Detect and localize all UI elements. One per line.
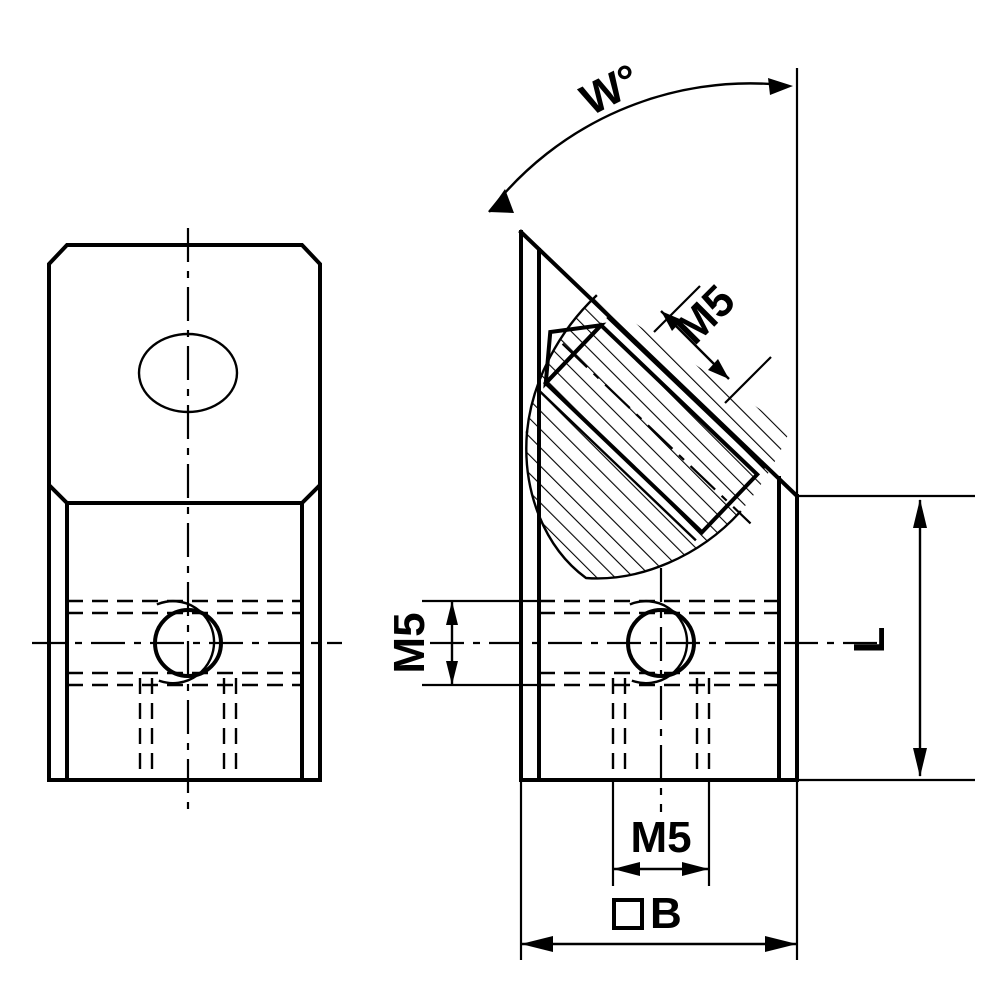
inclined-tapped-bore <box>537 316 766 542</box>
thread-side-arrowhead-bottom <box>446 661 458 685</box>
side-view-diagonal-face <box>518 229 800 499</box>
width-b-arrowhead-left <box>521 936 553 952</box>
angle-w-arrowhead-start <box>489 189 514 213</box>
thread-bottom-arrowhead-right <box>682 862 709 876</box>
width-b-arrowhead-right <box>765 936 797 952</box>
front-view-upper-block-outline <box>47 243 322 505</box>
section-hatch-region <box>526 296 790 579</box>
dimension-length-l: L <box>797 494 975 782</box>
thread-bottom-arrowhead-left <box>613 862 640 876</box>
section-boss-outline <box>525 430 742 580</box>
angle-w-arc <box>488 82 784 213</box>
width-b-label: B <box>650 889 682 938</box>
front-view-top-hole <box>137 332 239 414</box>
dimension-thread-side: M5 <box>385 599 539 687</box>
length-l-arrowhead-bottom <box>913 748 927 777</box>
angle-w-arrowhead-end <box>768 78 793 95</box>
thread-inclined-arrowhead-2 <box>708 359 729 379</box>
front-view <box>32 228 342 812</box>
length-l-arrowhead-top <box>913 499 927 528</box>
inclined-bore-thread-bottom <box>537 388 697 542</box>
square-section-symbol-icon <box>612 898 644 930</box>
inclined-bore-drill-point <box>543 322 607 389</box>
front-view-cross-hole <box>153 608 223 678</box>
front-view-lower-body-outline <box>65 501 304 782</box>
inclined-bore-thread-top <box>606 316 766 469</box>
angle-w-label: W° <box>573 55 648 126</box>
section-hatching <box>525 294 790 580</box>
thread-inclined-label: M5 <box>667 276 745 354</box>
side-section-view <box>430 229 880 812</box>
thread-side-arrowhead-top <box>446 601 458 625</box>
thread-side-label: M5 <box>385 612 434 673</box>
thread-inclined-ext-line-2 <box>724 356 772 404</box>
dimension-width-b: B <box>519 780 799 960</box>
thread-bottom-label: M5 <box>630 813 691 862</box>
inclined-bore-centerline <box>561 343 752 525</box>
thread-inclined-ext-line-1 <box>653 285 701 333</box>
dimension-thread-bottom: M5 <box>611 780 711 886</box>
length-l-label: L <box>845 627 894 654</box>
thread-inclined-arrowhead-1 <box>661 311 682 331</box>
